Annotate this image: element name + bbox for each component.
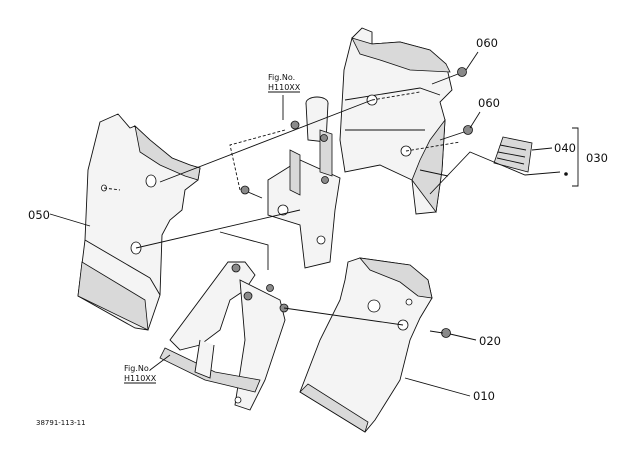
lower-frame (159, 261, 289, 411)
part-050-left-cover (77, 113, 201, 331)
callout-060-middle: 060 (478, 96, 500, 110)
callout-030: 030 (586, 151, 608, 165)
fig-ref-bottom-line2: H110XX (124, 374, 157, 383)
assembly-lines (135, 99, 561, 326)
callout-060-upper: 060 (476, 36, 498, 50)
callout-020: 020 (479, 334, 501, 348)
part-010-lower-cover (299, 257, 433, 433)
fig-ref-top-line1: Fig.No. (268, 73, 295, 82)
upper-bracket (267, 96, 341, 269)
fig-ref-top-line2: H110XX (268, 83, 301, 92)
part-right-upper-cover (339, 27, 461, 215)
callout-040: 040 (554, 141, 576, 155)
callout-050: 050 (28, 208, 50, 222)
screw-020 (429, 328, 451, 338)
screw-060-left (240, 185, 263, 199)
callout-010: 010 (473, 389, 495, 403)
part-040-decal (493, 136, 533, 173)
screw-060-upper (431, 67, 467, 85)
fig-ref-bottom-line1: Fig.No. (124, 364, 151, 373)
drawing-code: 38791-113-11 (36, 419, 86, 427)
leader-lines (49, 51, 579, 397)
